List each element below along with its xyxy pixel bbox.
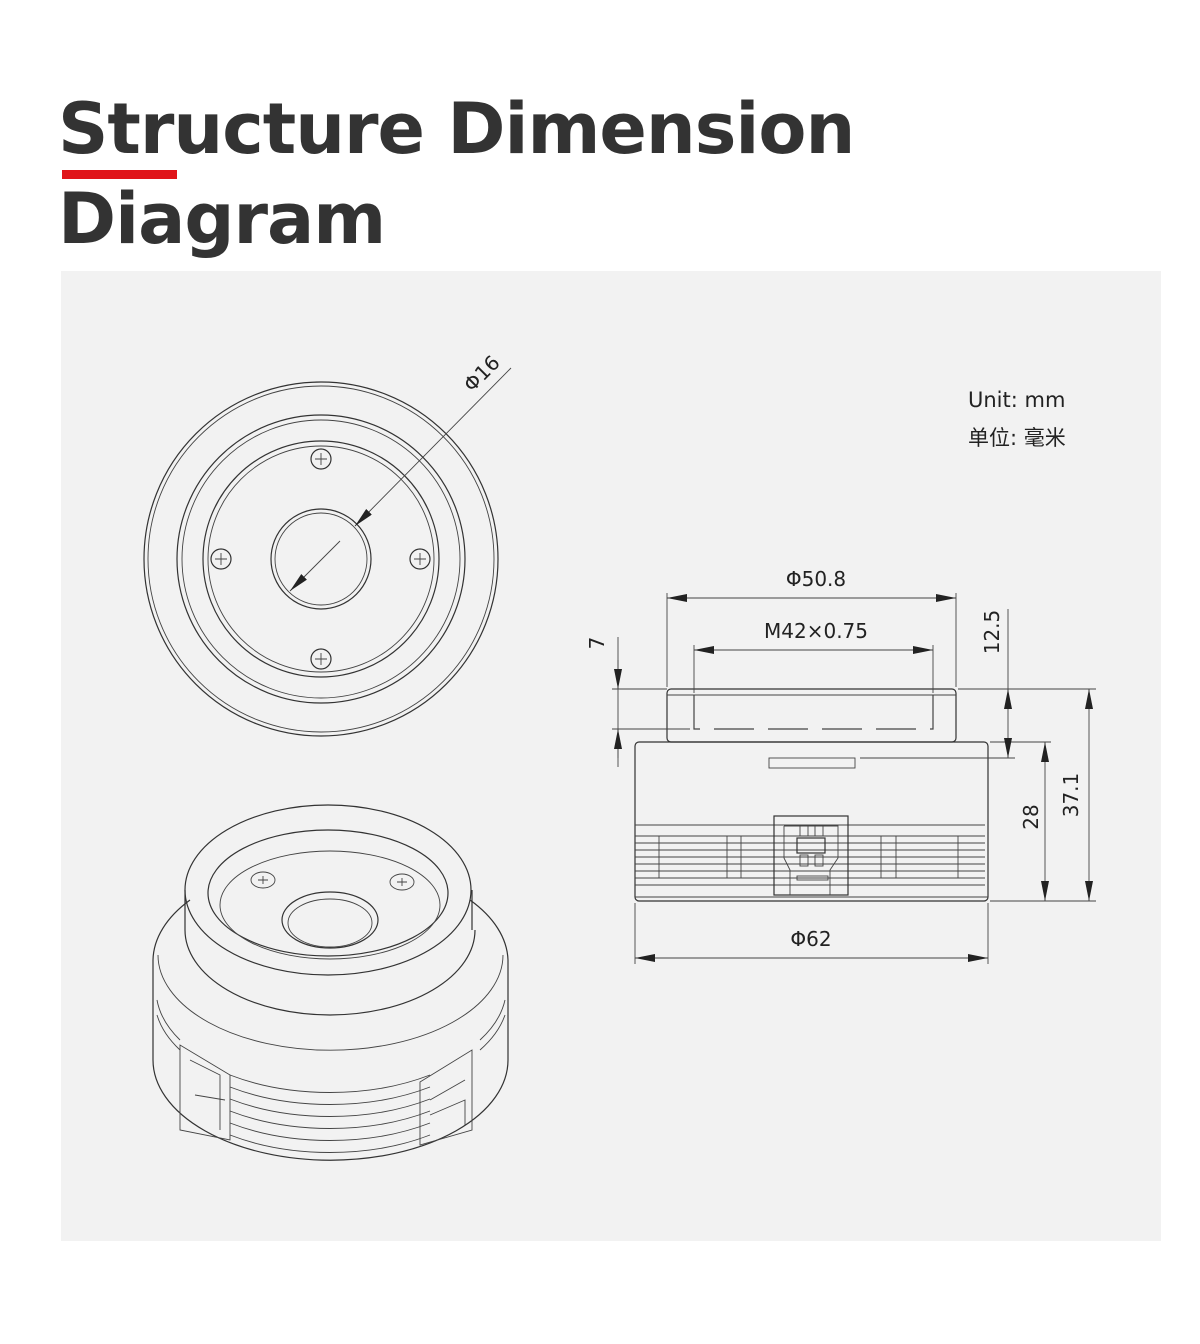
total-height-label: 37.1 bbox=[1059, 773, 1083, 818]
isometric-view bbox=[152, 804, 509, 1161]
unit-label-en: Unit: mm bbox=[968, 388, 1066, 412]
top-view: Φ16 bbox=[143, 350, 512, 737]
body-height-label: 28 bbox=[1019, 804, 1043, 829]
diagram-panel bbox=[61, 271, 1161, 1241]
page-title: Structure Dimension Diagram bbox=[58, 88, 855, 260]
screw-icon bbox=[210, 448, 431, 670]
lens-diameter-label: Φ16 bbox=[459, 350, 505, 396]
thread-label: M42×0.75 bbox=[764, 619, 868, 643]
title-accent-bar bbox=[62, 170, 177, 179]
side-view: Φ50.8 M42×0.75 7 12.5 28 37.1 Φ62 bbox=[585, 567, 1096, 964]
top-diameter-label: Φ50.8 bbox=[786, 567, 846, 591]
unit-label-cn: 单位: 毫米 bbox=[968, 426, 1066, 450]
thread-depth-label: 7 bbox=[585, 637, 609, 650]
top-height-label: 12.5 bbox=[980, 610, 1004, 655]
body-diameter-label: Φ62 bbox=[790, 927, 831, 951]
connector-icon bbox=[773, 815, 849, 896]
